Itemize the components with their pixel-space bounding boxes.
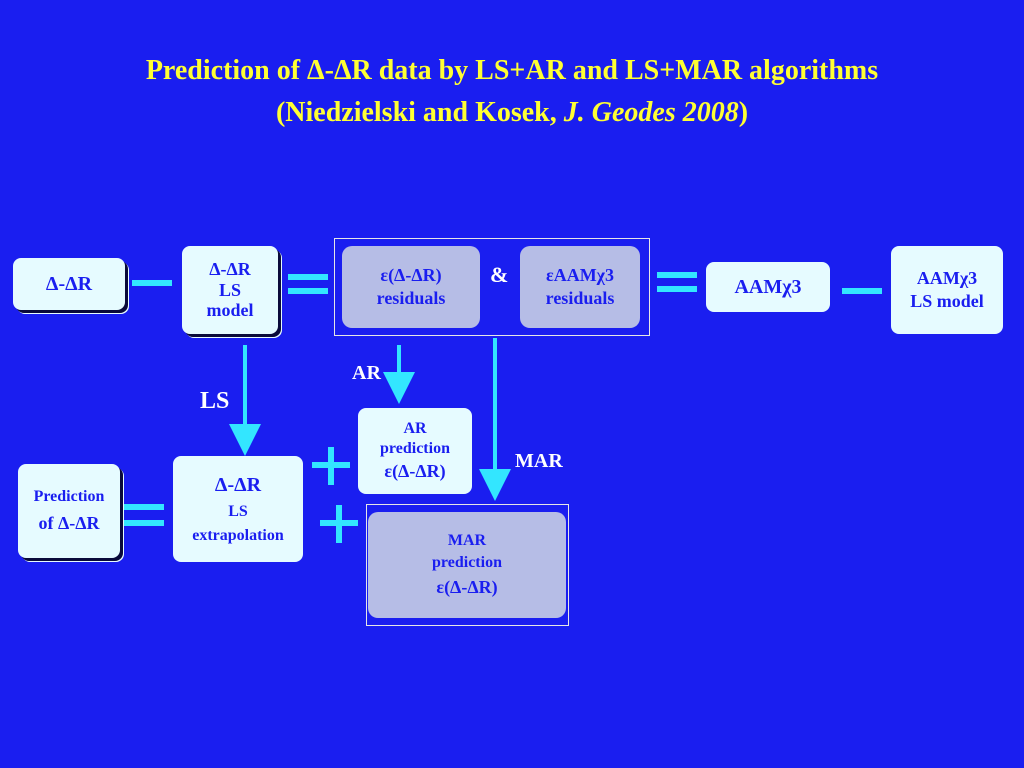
ls-model-box: Δ-ΔR LS model	[182, 246, 278, 334]
plus-sign-1-v	[328, 447, 334, 485]
citation-authors: (Niedzielski and Kosek,	[275, 97, 564, 128]
mar-prediction-box: MAR prediction ε(Δ-ΔR)	[368, 512, 566, 618]
equals-sign-1-top	[288, 274, 328, 280]
prediction-output-line-1: Prediction	[33, 487, 105, 505]
dr-residuals-line-2: residuals	[376, 288, 446, 308]
input-dr-box: Δ-ΔR	[13, 258, 125, 310]
ls-model-line-3: model	[206, 300, 254, 321]
ls-edge-label: LS	[200, 388, 230, 414]
aam-label: AAMχ3	[734, 275, 802, 298]
minus-sign-1	[132, 280, 172, 286]
aam-ls-model-line-1: AAMχ3	[916, 267, 978, 288]
residuals-group-frame	[334, 238, 650, 336]
input-dr-label: Δ-ΔR	[45, 272, 93, 295]
aam-residuals-box: εAAMχ3 residuals	[520, 246, 640, 328]
prediction-output-line-2: of Δ-ΔR	[38, 513, 100, 534]
ampersand-label: &	[490, 262, 509, 287]
citation-journal: J. Geodes 2008	[563, 97, 739, 128]
slide-title-line-2: (Niedzielski and Kosek, J. Geodes 2008)	[0, 96, 1024, 130]
equals-sign-3-top	[124, 504, 164, 510]
aam-ls-model-line-2: LS model	[910, 291, 984, 311]
prediction-output-box: Prediction of Δ-ΔR	[18, 464, 120, 558]
mar-prediction-line-1: MAR	[447, 532, 487, 550]
aam-box: AAMχ3	[706, 262, 830, 312]
ls-extrapolation-line-2: LS	[228, 503, 248, 520]
mar-group-frame	[366, 504, 569, 626]
ar-prediction-line-3: ε(Δ-ΔR)	[384, 461, 446, 482]
mar-edge-label: MAR	[515, 450, 563, 472]
aam-residuals-line-2: residuals	[545, 288, 615, 308]
equals-sign-2-top	[657, 272, 697, 278]
ar-prediction-line-1: AR	[403, 419, 427, 437]
dr-residuals-box: ε(Δ-ΔR) residuals	[342, 246, 480, 328]
equals-sign-1-bottom	[288, 288, 328, 294]
ls-extrapolation-line-3: extrapolation	[192, 527, 284, 544]
ar-prediction-line-2: prediction	[380, 440, 450, 458]
ls-extrapolation-box: Δ-ΔR LS extrapolation	[173, 456, 303, 562]
equals-sign-2-bottom	[657, 286, 697, 292]
aam-ls-model-box: AAMχ3 LS model	[891, 246, 1003, 334]
ls-model-line-1: Δ-ΔR	[209, 258, 251, 279]
equals-sign-3-bottom	[124, 520, 164, 526]
mar-prediction-line-2: prediction	[432, 554, 502, 572]
ls-extrapolation-line-1: Δ-ΔR	[214, 474, 262, 496]
ar-edge-label: AR	[352, 362, 381, 384]
mar-prediction-line-3: ε(Δ-ΔR)	[436, 576, 498, 597]
ls-model-line-2: LS	[218, 279, 242, 300]
dr-residuals-line-1: ε(Δ-ΔR)	[380, 264, 442, 285]
minus-sign-2	[842, 288, 882, 294]
slide-title-line-1: Prediction of Δ-ΔR data by LS+AR and LS+…	[145, 55, 879, 86]
ar-prediction-box: AR prediction ε(Δ-ΔR)	[358, 408, 472, 494]
aam-residuals-line-1: εAAMχ3	[546, 264, 614, 285]
plus-sign-2-v	[336, 505, 342, 543]
citation-close: )	[738, 97, 749, 128]
